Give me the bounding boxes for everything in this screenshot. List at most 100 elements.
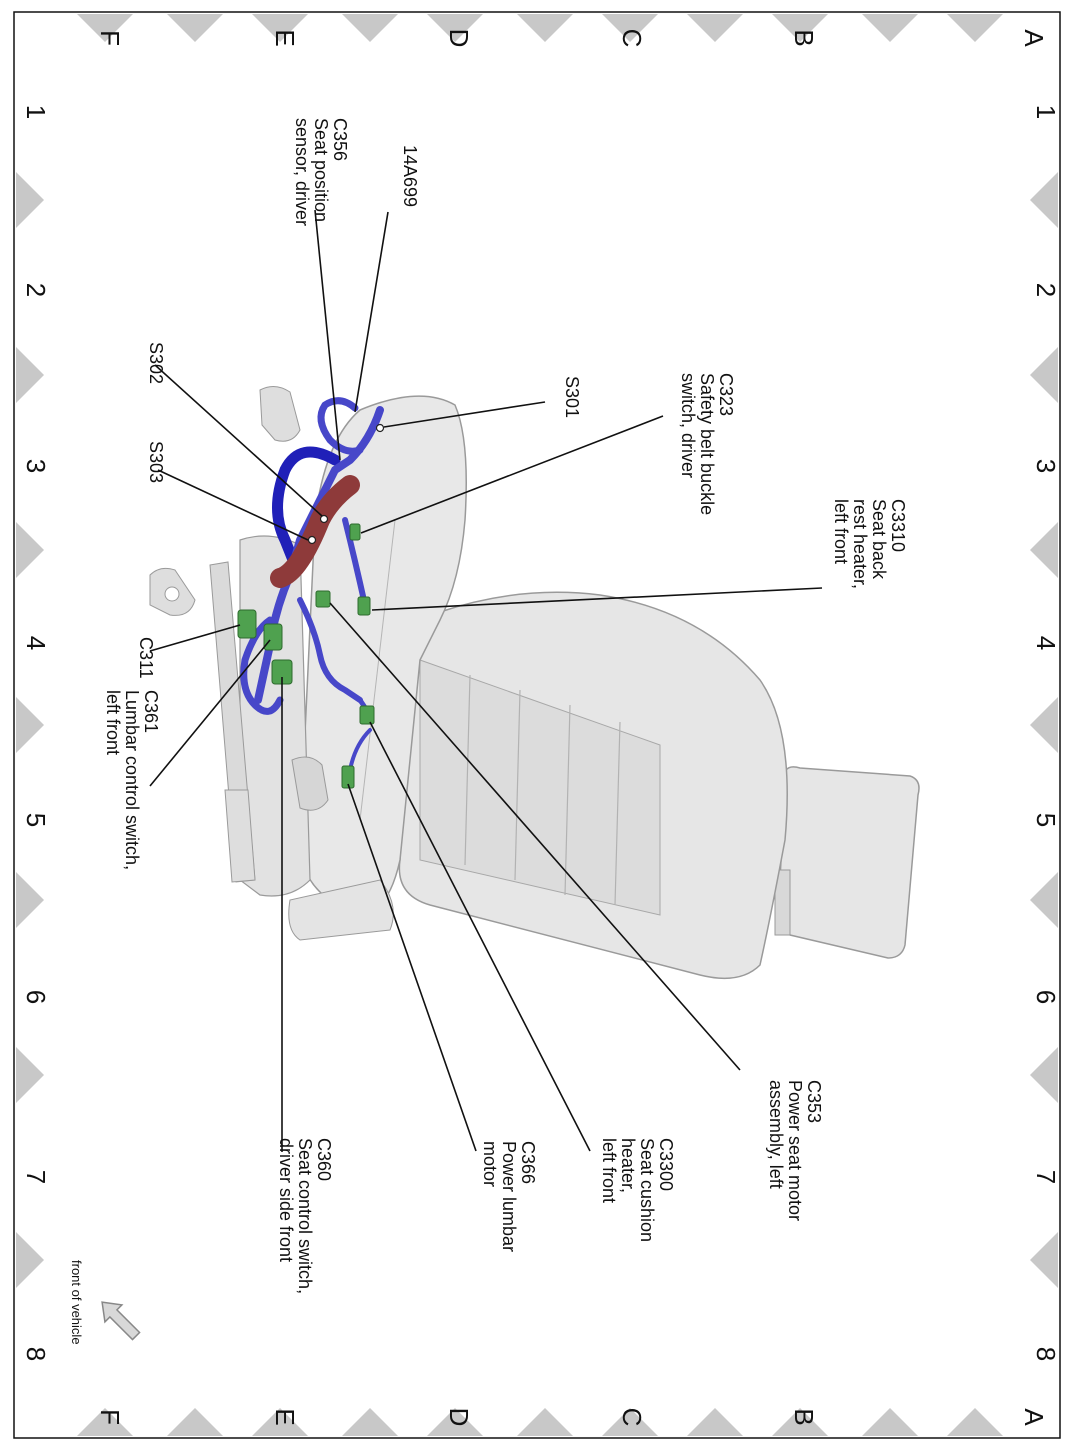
seat-rib [514, 689, 521, 881]
callout-line: C311 [136, 637, 156, 679]
leader-s302 [154, 364, 323, 517]
leader-c353 [329, 602, 741, 1071]
seat-headrest-post [774, 869, 791, 936]
callout-line: S302 [146, 342, 166, 384]
seat-backrest-panel [419, 659, 661, 916]
marker-top [602, 14, 658, 42]
grid-col-label-left-6: 6 [21, 990, 51, 1004]
marker-top [77, 14, 133, 42]
marker-right [1030, 872, 1058, 928]
marker-top [167, 14, 223, 42]
callout-line: S301 [562, 376, 582, 418]
front-of-vehicle-indicator: front of vehicle [69, 1260, 141, 1345]
marker-right [1030, 1232, 1058, 1288]
connector-c311 [237, 609, 257, 639]
callout-line: sensor, driver [292, 118, 312, 226]
arrow-icon [101, 1301, 141, 1341]
grid-col-label-left-8: 8 [21, 1347, 51, 1361]
marker-right [1030, 1047, 1058, 1103]
callout-c323: C323Safety belt buckleswitch, driver [678, 373, 736, 515]
seat-illustration [149, 386, 920, 980]
marker-left [16, 697, 44, 753]
callout-line: left front [599, 1138, 619, 1203]
callout-line: Seat control switch, [295, 1138, 315, 1294]
callout-line: C356 [330, 118, 350, 161]
marker-top [772, 14, 828, 42]
marker-right [1030, 172, 1058, 228]
splice-s301 [375, 423, 385, 433]
callout-line: left front [831, 499, 851, 564]
marker-bottom [252, 1408, 308, 1436]
harness-branch-c353 [297, 597, 363, 703]
callout-line: driver side front [276, 1138, 296, 1262]
grid-col-label-right-5: 5 [1031, 813, 1061, 827]
connectors [237, 523, 375, 789]
grid-markers [16, 14, 1058, 1436]
splice-s303 [307, 535, 317, 545]
seat-recline-knob [291, 756, 329, 811]
grid-row-label-top-e: E [270, 29, 300, 46]
grid-col-label-right-2: 2 [1031, 283, 1061, 297]
marker-bottom [772, 1408, 828, 1436]
callout-s303: S303 [146, 441, 166, 483]
leader-s303 [157, 469, 309, 541]
callout-s302: S302 [146, 342, 166, 384]
callout-line: C3310 [888, 499, 908, 552]
border [13, 11, 1061, 1439]
grid-row-label-bottom-b: B [789, 1408, 819, 1425]
callout-14a699: 14A699 [400, 145, 420, 207]
grid-labels: A B C D E F A B C D E F 1 2 3 4 5 6 7 8 … [21, 29, 1061, 1427]
callout-c3310: C3310Seat backrest heater,left front [831, 499, 908, 589]
callout-line: assembly, left [766, 1080, 786, 1189]
seat-backrest-ribs [464, 674, 621, 906]
marker-left [16, 1047, 44, 1103]
marker-bottom [77, 1408, 133, 1436]
connector-c323 [349, 523, 361, 541]
harness-branch-c3310 [342, 517, 368, 608]
callout-line: Power seat motor [785, 1080, 805, 1221]
marker-left [16, 347, 44, 403]
harness-upper-loop [317, 397, 364, 455]
callout-c356: C356Seat positionsensor, driver [292, 118, 350, 226]
leader-c323 [360, 415, 664, 534]
seat-rib [464, 674, 471, 866]
marker-left [16, 522, 44, 578]
marker-top [517, 14, 573, 42]
callout-line: Lumbar control switch, [122, 690, 142, 870]
callout-labels: C356Seat positionsensor, driver 14A699S30… [103, 118, 908, 1294]
leader-c311 [149, 624, 241, 652]
seat-cushion-stitch [359, 519, 396, 821]
splice-s302 [319, 514, 329, 524]
marker-left [16, 872, 44, 928]
callout-line: Seat cushion [637, 1138, 657, 1242]
grid-col-label-right-8: 8 [1031, 1347, 1061, 1361]
callout-line: switch, driver [678, 373, 698, 478]
callout-s301: S301 [562, 376, 582, 418]
marker-right [1030, 347, 1058, 403]
connector-c366 [341, 765, 355, 789]
grid-row-label-top-b: B [789, 29, 819, 46]
seat-rib [564, 704, 571, 896]
callout-c311: C311 [136, 637, 156, 679]
marker-top [342, 14, 398, 42]
marker-top [687, 14, 743, 42]
connector-c3310 [357, 596, 371, 616]
grid-col-label-right-4: 4 [1031, 636, 1061, 650]
seat-bracket-rear [224, 789, 256, 883]
marker-bottom [427, 1408, 483, 1436]
marker-top [862, 14, 918, 42]
callout-line: S303 [146, 441, 166, 483]
grid-col-label-left-3: 3 [21, 459, 51, 473]
marker-top [947, 14, 1003, 42]
leader-c366 [347, 783, 477, 1152]
marker-right [1030, 522, 1058, 578]
callout-line: rest heater, [850, 499, 870, 589]
grid-row-label-top-a: A [1019, 29, 1049, 47]
grid-col-label-right-6: 6 [1031, 990, 1061, 1004]
callout-line: 14A699 [400, 145, 420, 207]
marker-bottom [342, 1408, 398, 1436]
marker-bottom [687, 1408, 743, 1436]
grid-col-label-left-5: 5 [21, 813, 51, 827]
grid-row-label-top-c: C [617, 29, 647, 48]
seat-trim-side [288, 879, 394, 941]
